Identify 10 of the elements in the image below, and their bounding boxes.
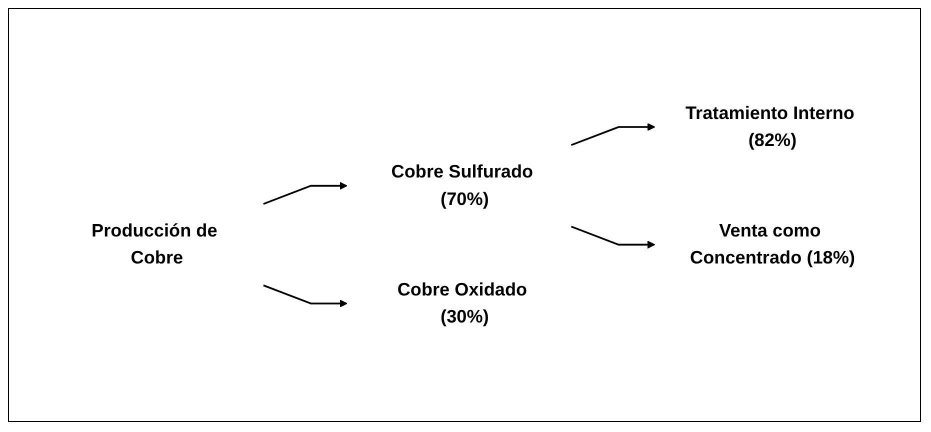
flow-diagram: Producción de Cobre Cobre Sulfurado (70%) Cobre Oxidado (30%) Tratamiento Interno (82%) Venta como Concentrado (18%) [32,78,898,352]
node-text: Producción de Cobre [91,220,218,268]
arrow [262,182,348,205]
arrow [570,225,655,248]
arrow [262,284,348,308]
node-text: Cobre Sulfurado (70%) [391,162,533,210]
node-text: Cobre Oxidado (30%) [397,280,527,327]
arrow [570,122,655,146]
node-text: Venta como Concentrado (18%) [690,220,855,268]
node-text: Tratamiento Interno (82%) [685,103,854,150]
